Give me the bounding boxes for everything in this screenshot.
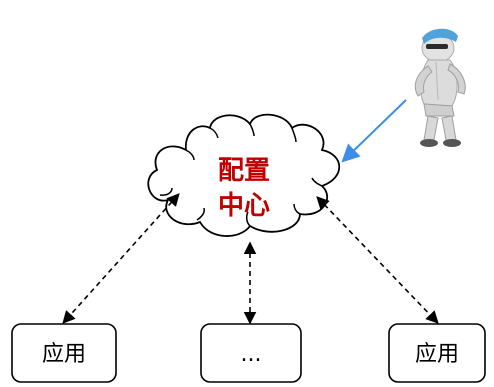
user-to-cloud-arrow — [341, 99, 407, 163]
connector-left — [62, 193, 180, 324]
robot-figure-icon — [414, 28, 466, 147]
connector-right — [316, 196, 439, 324]
app-box-left: 应用 — [11, 323, 117, 383]
cloud-label-line1: 配置 — [218, 156, 270, 186]
config-center-cloud: 配置 中心 — [147, 113, 340, 237]
cloud-label-line2: 中心 — [218, 191, 270, 221]
app-box-left-label: 应用 — [42, 342, 86, 367]
app-box-right-label: 应用 — [415, 342, 459, 367]
app-box-right: 应用 — [388, 323, 486, 383]
app-box-middle: ... — [200, 323, 302, 383]
app-box-middle-label: ... — [241, 342, 262, 367]
